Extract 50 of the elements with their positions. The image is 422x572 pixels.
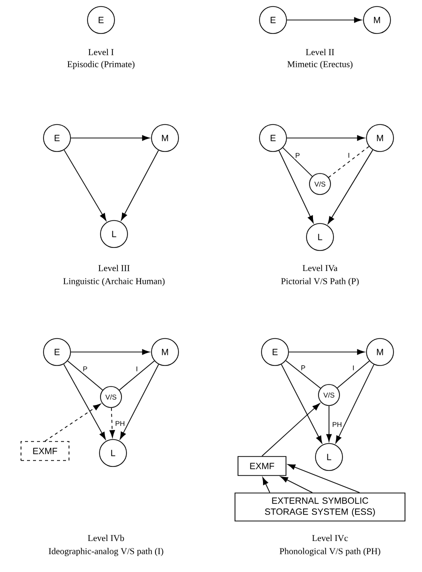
arrow [335,364,374,444]
arrow [44,404,101,442]
arrow [286,135,365,141]
level-caption: Pictorial V/S Path (P) [281,278,359,286]
level-caption: Level IVc [312,534,348,542]
level-caption: Level II [306,48,334,56]
level-caption: Level III [98,264,130,272]
arrow [328,149,374,224]
circle-node: M [366,124,394,152]
arrow [288,349,365,355]
circle-node: L [100,220,128,248]
arrow [288,464,360,493]
arrow [120,150,159,220]
circle-node: L [315,443,343,471]
circle-node: M [151,124,179,152]
arrow [326,406,332,442]
circle-node: E [43,124,71,152]
circle-node: E [261,338,289,366]
box-node: EXMF [20,441,70,461]
arrow [286,17,362,23]
circle-node: E [259,6,287,34]
circle-node: E [259,124,287,152]
arrow [109,408,115,438]
arrow [120,364,160,440]
circle-node: L [306,223,334,251]
box-node: EXTERNAL SYMBOLIC STORAGE SYSTEM (ESS) [234,492,406,522]
arrow [262,403,320,456]
arrow [280,476,313,493]
arrow [280,364,322,444]
level-caption: Phonological V/S path (PH) [280,548,380,556]
arrow [70,349,150,355]
circle-node: M [151,338,179,366]
arrow [262,477,270,493]
level-caption: Ideographic-analog V/S path (I) [48,548,164,556]
circle-node: E [43,338,71,366]
box-node: EXMF [238,456,286,476]
level-caption: Level IVa [302,264,338,272]
arrow [70,135,150,141]
level-caption: Level I [88,48,114,56]
circle-node: E [87,6,115,34]
arrow [278,150,314,224]
level-caption: Linguistic (Archaic Human) [63,278,165,286]
level-caption: Level IVb [88,534,124,542]
circle-node: M [363,6,391,34]
level-caption: Episodic (Primate) [67,60,134,70]
circle-node: M [366,338,394,366]
circle-node: L [99,439,127,467]
arrow [63,364,106,440]
arrow [64,150,106,221]
level-caption: Mimetic (Erectus) [287,60,352,70]
